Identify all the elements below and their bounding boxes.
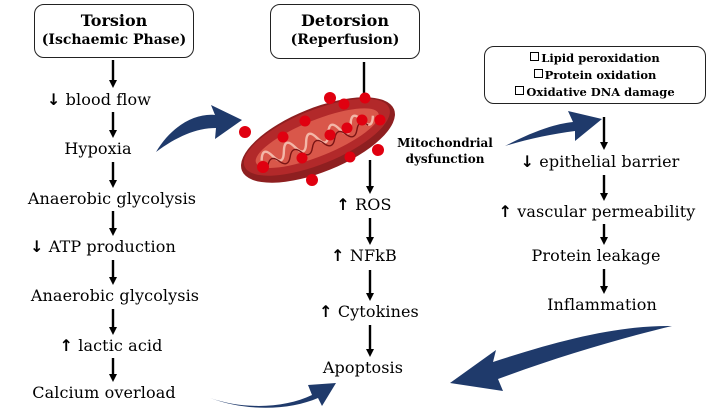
oxidative-item: Lipid peroxidation xyxy=(485,50,705,67)
step-hypoxia: Hypoxia xyxy=(64,139,132,158)
curved-arrow-to-barrier xyxy=(505,111,602,146)
step-nfkb: ↑ NFkB xyxy=(331,246,397,265)
mitochondrial-dysfunction-label: Mitochondrial dysfunction xyxy=(397,136,493,166)
step-anaerobic-glycolysis-1: Anaerobic glycolysis xyxy=(27,189,197,208)
detorsion-title: Detorsion xyxy=(301,11,389,30)
torsion-box: Torsion (Ischaemic Phase) xyxy=(34,4,194,58)
step-ros: ↑ ROS xyxy=(336,195,392,214)
step-blood-flow: ↓ blood flow xyxy=(46,90,152,109)
step-inflammation: Inflammation xyxy=(547,295,657,314)
step-calcium-overload: Calcium overload xyxy=(32,383,176,402)
step-vascular-permeability: ↑ vascular permeability xyxy=(498,202,696,221)
oxidative-item: Protein oxidation xyxy=(485,67,705,84)
oxidative-item: Oxidative DNA damage xyxy=(485,84,705,101)
step-atp-production: ↓ ATP production xyxy=(30,237,176,256)
ros-dots xyxy=(239,92,386,186)
oxidative-damage-box: Lipid peroxidation Protein oxidation Oxi… xyxy=(484,46,706,104)
detorsion-box: Detorsion (Reperfusion) xyxy=(270,4,420,59)
torsion-title: Torsion xyxy=(80,11,148,30)
curved-arrow-to-apoptosis xyxy=(450,325,672,391)
curved-arrows xyxy=(156,105,672,408)
step-anaerobic-glycolysis-2: Anaerobic glycolysis xyxy=(30,286,200,305)
step-protein-leakage: Protein leakage xyxy=(531,246,661,265)
curved-arrow-calcium-to-apoptosis xyxy=(210,383,336,408)
curved-arrow-to-mitochondria xyxy=(156,105,242,152)
step-epithelial-barrier: ↓ epithelial barrier xyxy=(520,152,680,171)
step-cytokines: ↑ Cytokines xyxy=(319,302,419,321)
checkbox-icon xyxy=(533,69,543,78)
checkbox-icon xyxy=(515,86,525,95)
detorsion-subtitle: (Reperfusion) xyxy=(290,32,400,48)
checkbox-icon xyxy=(530,52,540,61)
step-apoptosis: Apoptosis xyxy=(322,358,404,377)
step-lactic-acid: ↑ lactic acid xyxy=(59,336,163,355)
mitochondrion-icon xyxy=(241,97,395,183)
torsion-subtitle: (Ischaemic Phase) xyxy=(41,32,187,48)
